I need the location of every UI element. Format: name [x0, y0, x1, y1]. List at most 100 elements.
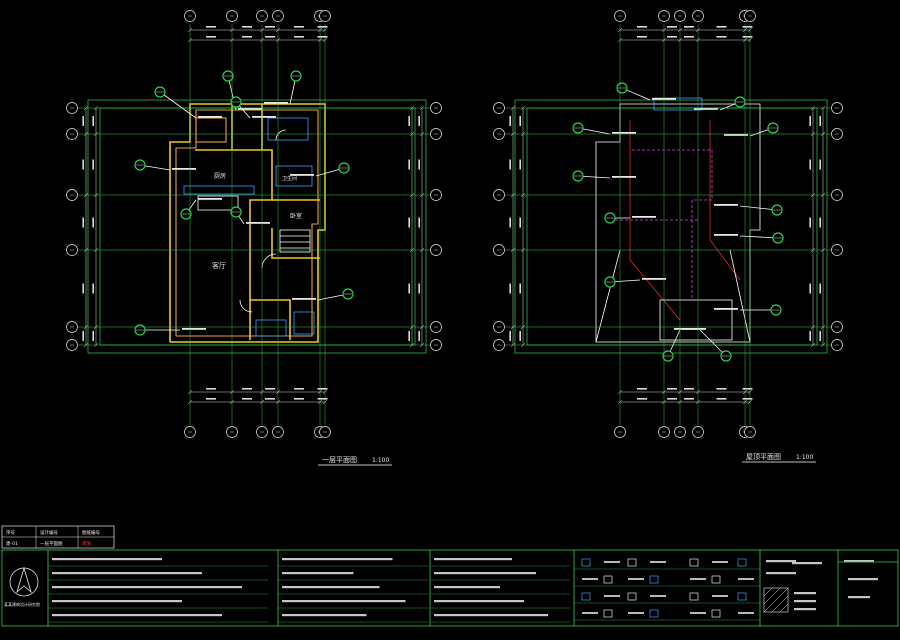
- dimension-tick: [810, 105, 816, 111]
- plan-right-dimension-ticks: [509, 26, 826, 405]
- dimension-tick: [520, 131, 526, 137]
- dimension-tick: [259, 37, 265, 43]
- dimension-tick: [275, 389, 281, 395]
- north-arrow-pointer-icon: [16, 566, 32, 594]
- dimension-value-mark: [519, 159, 521, 170]
- dimension-value-mark: [418, 283, 420, 294]
- dimension-value-mark: [667, 36, 677, 38]
- legend-right-text-mark: [848, 578, 878, 581]
- plan-left-grid-bubbles: [66, 10, 442, 438]
- dimension-tick: [229, 27, 235, 33]
- wc-fixture: [293, 311, 315, 335]
- dimension-tick: [520, 247, 526, 253]
- plan-right-grid-bubbles: [493, 10, 843, 438]
- note-text-mark: [642, 278, 666, 280]
- plan-right-scale: 1:100: [796, 454, 813, 461]
- dimension-tick: [93, 131, 99, 137]
- sheet-info-value-2: 一层平面图: [40, 541, 63, 547]
- dimension-tick: [83, 105, 89, 111]
- legend-note-text-mark: [52, 558, 162, 561]
- dimension-tick: [409, 105, 415, 111]
- dimension-value-mark: [742, 398, 753, 400]
- dimension-value-mark: [684, 398, 694, 400]
- legend-right-text-mark: [794, 592, 816, 595]
- note-text-mark: [252, 116, 276, 118]
- dimension-tick: [742, 37, 748, 43]
- dimension-tick: [322, 37, 328, 43]
- dimension-value-mark: [418, 116, 420, 126]
- plan-left-dimension-ticks: [82, 26, 425, 405]
- dimension-tick: [419, 131, 425, 137]
- dimension-value-mark: [819, 331, 821, 341]
- dimension-value-mark: [519, 283, 521, 294]
- dimension-tick: [510, 342, 516, 348]
- note-text-mark: [632, 216, 656, 218]
- dimension-tick: [317, 37, 323, 43]
- dimension-tick: [695, 37, 701, 43]
- legend-note-rows: [48, 558, 570, 623]
- dimension-tick: [617, 389, 623, 395]
- legend-symbol-text-mark: [712, 595, 728, 597]
- note-text-mark: [292, 298, 316, 300]
- dimension-value-mark: [92, 116, 94, 126]
- dimension-value-mark: [819, 217, 821, 228]
- dimension-tick: [93, 192, 99, 198]
- legend-note-text-mark: [434, 586, 500, 589]
- dimension-value-mark: [667, 26, 677, 28]
- dimension-value-mark: [242, 26, 252, 28]
- dimension-value-mark: [265, 36, 275, 38]
- legend-right-text-mark: [766, 572, 796, 575]
- dimension-tick: [93, 324, 99, 330]
- legend-note-text-mark: [52, 614, 222, 617]
- dimension-value-mark: [92, 217, 94, 228]
- interior-wall-c: [271, 228, 320, 259]
- dimension-tick: [275, 399, 281, 405]
- legend-symbol-text-mark: [582, 578, 598, 580]
- roof-plan: 屋顶平面图 1:100: [493, 10, 843, 463]
- dimension-tick: [742, 399, 748, 405]
- legend-note-text-mark: [282, 586, 380, 589]
- dimension-tick: [695, 27, 701, 33]
- dimension-value-mark: [742, 388, 753, 390]
- dimension-tick: [820, 131, 826, 137]
- sheet-info-table: 序号 设计编号 图纸编号 建-01 一层平面图 建施: [1, 525, 115, 549]
- dimension-value-mark: [809, 283, 811, 294]
- note-text-mark: [714, 204, 738, 206]
- dimension-tick: [810, 192, 816, 198]
- legend-note-text-mark: [282, 572, 354, 575]
- dimension-tick: [83, 131, 89, 137]
- dimension-tick: [510, 131, 516, 137]
- dimension-value-mark: [317, 26, 328, 28]
- dimension-tick: [747, 37, 753, 43]
- legend-symbol-text-mark: [690, 578, 706, 580]
- dimension-tick: [83, 247, 89, 253]
- dimension-tick: [259, 27, 265, 33]
- legend-symbol-icon: [649, 575, 659, 584]
- dimension-value-mark: [206, 26, 216, 28]
- legend-symbol-text-mark: [628, 612, 644, 614]
- dimension-tick: [259, 389, 265, 395]
- dimension-tick: [322, 27, 328, 33]
- hatch-swatch: [763, 587, 789, 613]
- sheet-info-header-2: 设计编号: [40, 529, 58, 536]
- dimension-tick: [617, 37, 623, 43]
- dimension-tick: [93, 105, 99, 111]
- dimension-tick: [661, 389, 667, 395]
- dimension-value-mark: [82, 116, 84, 126]
- dimension-tick: [83, 342, 89, 348]
- dimension-value-mark: [742, 26, 753, 28]
- legend-symbol-text-mark: [628, 578, 644, 580]
- dimension-value-mark: [716, 398, 727, 400]
- note-text-mark: [682, 328, 706, 330]
- dimension-value-mark: [418, 331, 420, 341]
- dimension-tick: [409, 324, 415, 330]
- dimension-value-mark: [408, 116, 410, 126]
- dimension-value-mark: [716, 388, 727, 390]
- legend-symbol-text-mark: [650, 595, 666, 597]
- dimension-tick: [409, 247, 415, 253]
- dimension-value-mark: [242, 388, 252, 390]
- dimension-value-mark: [509, 116, 511, 126]
- legend-symbol-icon: [603, 575, 613, 584]
- leader-line: [699, 329, 727, 357]
- room-label-bath: 卫生间: [282, 175, 297, 182]
